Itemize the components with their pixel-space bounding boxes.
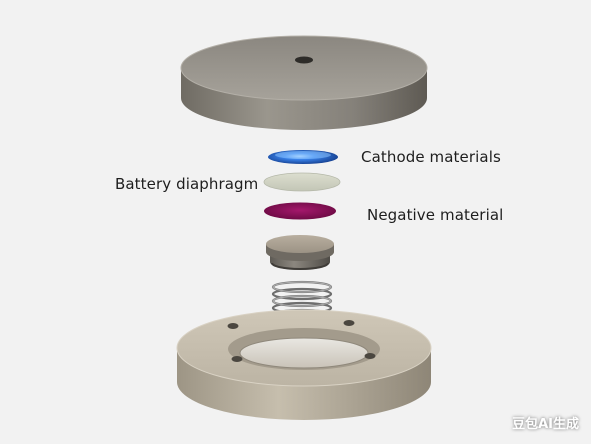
negative-disc bbox=[264, 202, 336, 220]
top-cover-hole bbox=[295, 56, 313, 64]
bolt-hole bbox=[231, 356, 243, 362]
top-cover bbox=[180, 35, 428, 130]
bolt-hole bbox=[343, 320, 355, 326]
separator-label: Battery diaphragm bbox=[115, 175, 259, 193]
watermark: 豆包AI生成 bbox=[512, 417, 579, 432]
bolt-hole bbox=[364, 353, 376, 359]
bolt-hole bbox=[227, 323, 239, 329]
negative-label: Negative material bbox=[367, 206, 504, 224]
spacer bbox=[266, 235, 334, 270]
separator-disc bbox=[263, 172, 341, 192]
cathode-label: Cathode materials bbox=[361, 148, 501, 166]
cathode-disc bbox=[268, 150, 338, 164]
base-flange bbox=[176, 309, 432, 420]
